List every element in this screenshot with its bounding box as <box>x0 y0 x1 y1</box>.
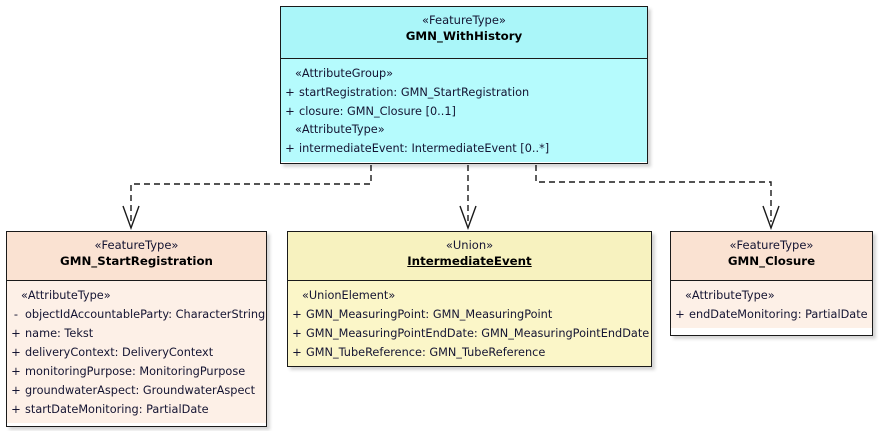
visibility-marker: + <box>292 307 302 321</box>
attribute-row[interactable]: + groundwaterAspect: GroundwaterAspect <box>7 381 266 400</box>
attribute-signature: closure: GMN_Closure [0..1] <box>299 105 456 118</box>
attribute-signature: name: Tekst <box>25 327 94 340</box>
attribute-signature: startRegistration: GMN_StartRegistration <box>299 86 530 99</box>
class-stereotype: «FeatureType» <box>422 13 506 27</box>
class-body-gmn-withhistory: «AttributeGroup» + startRegistration: GM… <box>281 59 647 162</box>
visibility-marker: + <box>11 402 21 416</box>
compartment-label-attributetype: «AttributeType» <box>21 289 111 302</box>
visibility-marker: + <box>292 345 302 359</box>
class-body-gmn-startregistration: «AttributeType» - objectIdAccountablePar… <box>7 281 266 423</box>
attribute-row[interactable]: + startDateMonitoring: PartialDate <box>7 400 266 419</box>
attribute-signature: GMN_TubeReference: GMN_TubeReference <box>306 346 546 359</box>
class-header-gmn-startregistration: «FeatureType» GMN_StartRegistration <box>7 232 266 281</box>
visibility-marker: + <box>292 326 302 340</box>
class-stereotype: «FeatureType» <box>94 238 179 252</box>
attribute-row[interactable]: + startRegistration: GMN_StartRegistrati… <box>281 83 647 102</box>
class-header-intermediateevent: «Union» IntermediateEvent <box>288 232 651 281</box>
visibility-marker: + <box>285 141 295 155</box>
attribute-signature: startDateMonitoring: PartialDate <box>25 403 209 416</box>
attribute-signature: groundwaterAspect: GroundwaterAspect <box>25 384 256 397</box>
compartment-label-unionelement: «UnionElement» <box>302 289 396 302</box>
attribute-signature: endDateMonitoring: PartialDate <box>689 308 868 321</box>
attribute-row[interactable]: + closure: GMN_Closure [0..1] <box>281 102 647 121</box>
visibility-marker: + <box>11 345 21 359</box>
attribute-row[interactable]: + GMN_MeasuringPoint: GMN_MeasuringPoint <box>288 305 651 324</box>
attribute-row[interactable]: + GMN_TubeReference: GMN_TubeReference <box>288 343 651 362</box>
attribute-signature: GMN_MeasuringPointEndDate: GMN_Measuring… <box>306 327 650 340</box>
attribute-row[interactable]: + monitoringPurpose: MonitoringPurpose <box>7 362 266 381</box>
class-header-gmn-closure: «FeatureType» GMN_Closure <box>671 232 872 281</box>
visibility-marker: + <box>285 104 295 118</box>
visibility-marker: + <box>675 307 685 321</box>
class-box-gmn-withhistory[interactable]: «FeatureType» GMN_WithHistory «Attribute… <box>280 6 648 164</box>
visibility-marker: - <box>13 307 19 321</box>
compartment-label-attributegroup: «AttributeGroup» <box>295 67 394 80</box>
attribute-signature: GMN_MeasuringPoint: GMN_MeasuringPoint <box>306 308 553 321</box>
visibility-marker: + <box>11 364 21 378</box>
class-box-gmn-closure[interactable]: «FeatureType» GMN_Closure «AttributeType… <box>670 231 873 336</box>
visibility-marker: + <box>285 85 295 99</box>
attribute-row[interactable]: + intermediateEvent: IntermediateEvent [… <box>281 139 647 158</box>
class-body-gmn-closure: «AttributeType» + endDateMonitoring: Par… <box>671 281 872 328</box>
visibility-marker: + <box>11 326 21 340</box>
class-box-intermediateevent[interactable]: «Union» IntermediateEvent «UnionElement»… <box>287 231 652 367</box>
dependency-withhistory-to-closure <box>535 165 780 231</box>
dependency-withhistory-to-startregistration <box>122 165 372 231</box>
compartment-label-attributetype: «AttributeType» <box>295 123 385 136</box>
class-name: IntermediateEvent <box>407 254 532 268</box>
class-stereotype: «Union» <box>445 238 494 252</box>
attribute-signature: monitoringPurpose: MonitoringPurpose <box>25 365 246 378</box>
class-header-gmn-withhistory: «FeatureType» GMN_WithHistory <box>281 7 647 59</box>
attribute-row[interactable]: + name: Tekst <box>7 324 266 343</box>
attribute-row[interactable]: + deliveryContext: DeliveryContext <box>7 343 266 362</box>
attribute-row[interactable]: + GMN_MeasuringPointEndDate: GMN_Measuri… <box>288 324 651 343</box>
attribute-signature: objectIdAccountableParty: CharacterStrin… <box>25 308 266 321</box>
attribute-row[interactable]: - objectIdAccountableParty: CharacterStr… <box>7 305 266 324</box>
class-name: GMN_WithHistory <box>405 29 523 43</box>
dependency-withhistory-to-intermediateevent <box>459 165 477 231</box>
class-name: GMN_Closure <box>727 254 816 268</box>
class-name: GMN_StartRegistration <box>60 254 213 268</box>
class-box-gmn-startregistration[interactable]: «FeatureType» GMN_StartRegistration «Att… <box>6 231 267 427</box>
class-stereotype: «FeatureType» <box>729 238 814 252</box>
class-body-intermediateevent: «UnionElement» + GMN_MeasuringPoint: GMN… <box>288 281 651 366</box>
compartment-label-attributetype: «AttributeType» <box>685 289 775 302</box>
attribute-signature: intermediateEvent: IntermediateEvent [0.… <box>299 142 550 155</box>
attribute-row[interactable]: + endDateMonitoring: PartialDate <box>671 305 872 324</box>
visibility-marker: + <box>11 383 21 397</box>
attribute-signature: deliveryContext: DeliveryContext <box>25 346 214 359</box>
